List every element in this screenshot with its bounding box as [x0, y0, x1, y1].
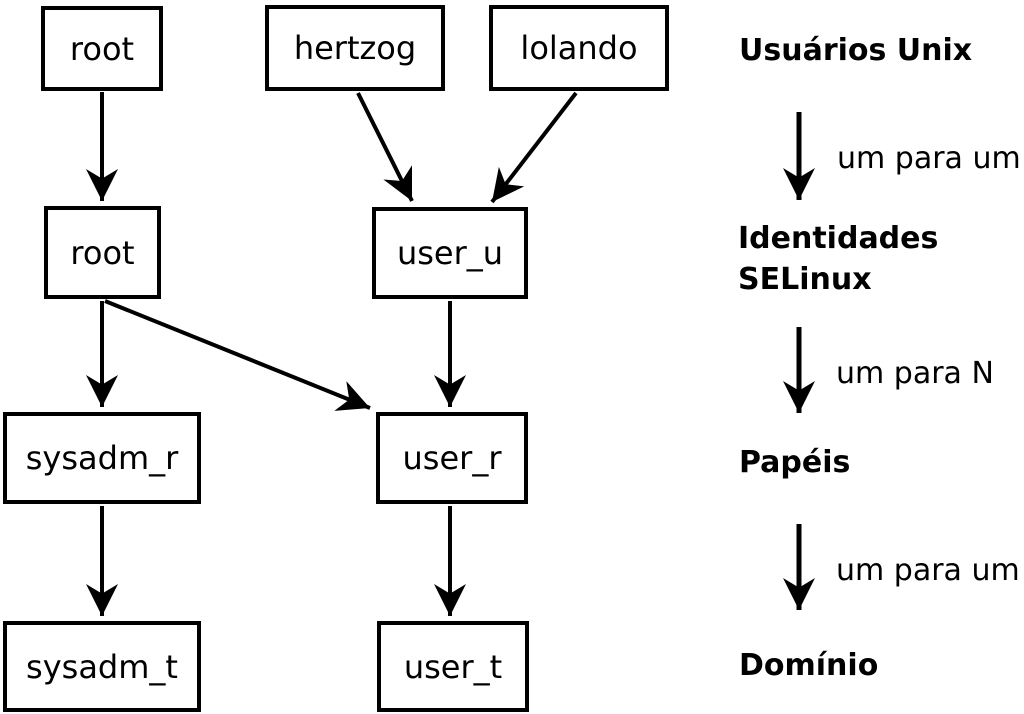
- node-root-unix: root: [41, 6, 163, 91]
- node-hertzog: hertzog: [265, 5, 445, 91]
- edge-rootselinux-to-userr-arrow: [104, 299, 371, 411]
- node-user-t: user_t: [377, 621, 529, 712]
- node-sysadm-r: sysadm_r: [3, 412, 201, 504]
- node-user-r: user_r: [376, 412, 528, 504]
- edge-lolando-to-useru-arrow: [490, 91, 578, 204]
- node-sysadm-t: sysadm_t: [3, 621, 201, 712]
- legend-one-to-n-label: um para N: [836, 356, 994, 391]
- legend-unix-users-label: Usuários Unix: [739, 33, 973, 68]
- node-root-selinux: root: [44, 206, 161, 299]
- legend-one-to-one-label-2: um para um: [836, 553, 1020, 588]
- legend-domain-label: Domínio: [739, 648, 879, 683]
- legend-selinux-identities-label: Identidades SELinux: [738, 221, 939, 297]
- node-user-u: user_u: [372, 207, 528, 299]
- legend-one-to-one-label-1: um para um: [837, 141, 1021, 176]
- node-lolando: lolando: [489, 5, 669, 91]
- edge-hertzog-to-useru-arrow: [356, 92, 414, 202]
- legend-roles-label: Papéis: [739, 445, 851, 480]
